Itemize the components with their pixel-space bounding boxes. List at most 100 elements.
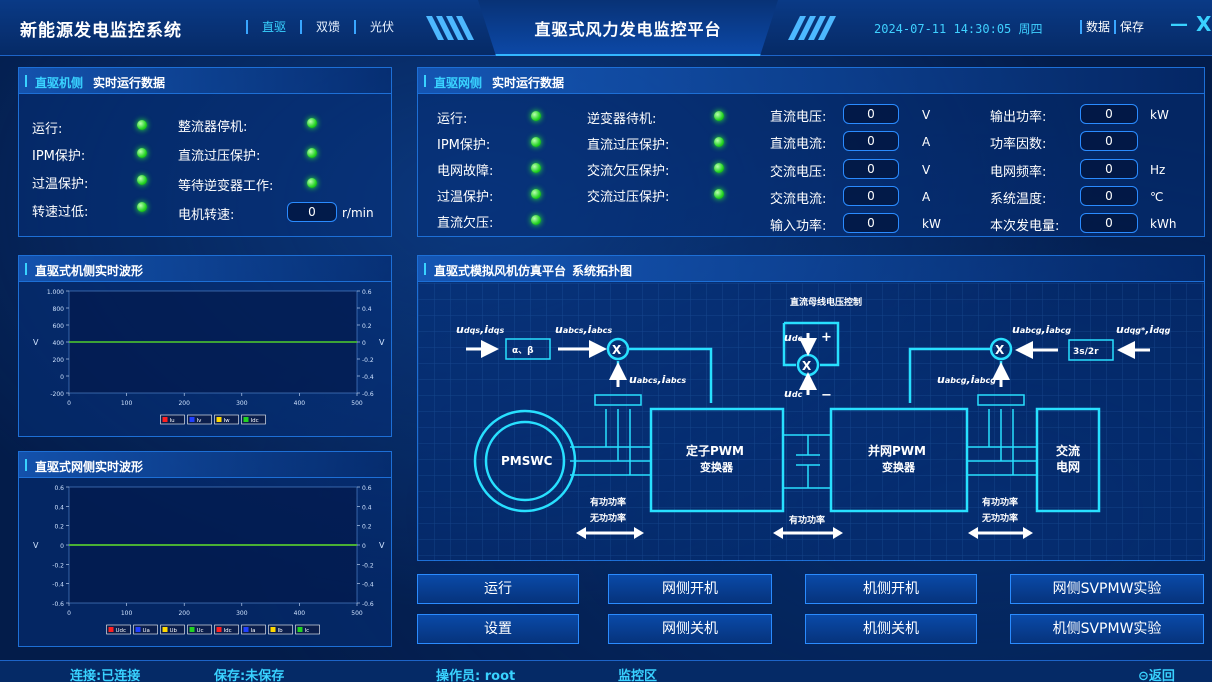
svg-text:3s/2r: 3s/2r bbox=[1073, 347, 1099, 357]
grid-start-button[interactable]: 网侧开机 bbox=[608, 574, 772, 604]
grid-measure-label: 输出功率: bbox=[990, 110, 1047, 125]
nav-tabs: 直驱 双馈 光伏 bbox=[246, 20, 408, 34]
tab-direct-drive[interactable]: 直驱 bbox=[246, 20, 300, 34]
legend-swatch bbox=[189, 627, 195, 632]
grid-status-label: 电网故障: bbox=[437, 164, 494, 179]
grid-measure-label: 输入功率: bbox=[770, 219, 827, 234]
x-tick-label: 500 bbox=[351, 610, 363, 617]
status-label-dc-overvoltage: 直流过压保护: bbox=[178, 149, 261, 164]
y-right-tick-label: -0.6 bbox=[362, 601, 374, 608]
platform-title: 直驱式风力发电监控平台 bbox=[534, 20, 722, 39]
grid-measure-unit: kWh bbox=[1150, 217, 1177, 231]
machine-svpwm-button[interactable]: 机侧SVPMW实验 bbox=[1010, 614, 1204, 644]
header-links: 数据 保存 bbox=[1080, 20, 1148, 34]
minus-icon[interactable]: — bbox=[1170, 14, 1188, 35]
tab-photovoltaic[interactable]: 光伏 bbox=[354, 20, 408, 34]
save-link[interactable]: 保存 bbox=[1114, 20, 1148, 34]
legend-label: Uc bbox=[197, 628, 204, 634]
x-tick-label: 300 bbox=[236, 610, 248, 617]
machine-start-button[interactable]: 机侧开机 bbox=[805, 574, 977, 604]
y-tick-label: 0.4 bbox=[54, 504, 64, 511]
legend-swatch bbox=[270, 627, 276, 632]
machine-stop-button[interactable]: 机侧关机 bbox=[805, 614, 977, 644]
legend-swatch bbox=[162, 417, 168, 422]
legend-label: Iv bbox=[197, 418, 203, 424]
grid-status-led bbox=[714, 111, 724, 121]
legend-box bbox=[214, 414, 239, 425]
machine-waveform-chart: 1.0008006004002000-2000.60.40.20-0.2-0.4… bbox=[33, 289, 385, 425]
motor-speed-unit: r/min bbox=[342, 206, 374, 220]
y-right-axis-label: V bbox=[379, 338, 385, 347]
left-stripes-decoration bbox=[426, 16, 474, 40]
y-axis-label: V bbox=[33, 541, 39, 550]
grid-stop-button[interactable]: 网侧关机 bbox=[608, 614, 772, 644]
status-led-overtemp bbox=[137, 175, 147, 185]
status-label-overtemp: 过温保护: bbox=[32, 177, 89, 192]
tab-doubly-fed[interactable]: 双馈 bbox=[300, 20, 354, 34]
status-led-dc-overvoltage bbox=[307, 148, 317, 158]
y-right-tick-label: -0.2 bbox=[362, 562, 374, 569]
svg-text:udqs,idqs: udqs,idqs bbox=[456, 323, 504, 336]
status-label-ipm: IPM保护: bbox=[32, 149, 86, 164]
svg-text:α、β: α、β bbox=[512, 346, 534, 356]
zone-label: 监控区 bbox=[618, 669, 658, 682]
back-button[interactable]: ⊝返回 bbox=[1138, 669, 1175, 682]
status-led-wait-inverter bbox=[307, 178, 317, 188]
x-tick-label: 400 bbox=[294, 400, 306, 407]
grid-measure-value: 0 bbox=[1080, 131, 1138, 151]
close-icon[interactable]: X bbox=[1196, 12, 1212, 36]
status-led-rectifier-stop bbox=[307, 118, 317, 128]
y-tick-label: 200 bbox=[53, 357, 65, 364]
legend-swatch bbox=[162, 627, 168, 632]
back-icon: ⊝ bbox=[1138, 669, 1149, 682]
legend-swatch bbox=[243, 417, 249, 422]
legend-box bbox=[160, 414, 185, 425]
motor-speed-label: 电机转速: bbox=[178, 208, 235, 223]
legend-swatch bbox=[108, 627, 114, 632]
svg-text:+: + bbox=[821, 330, 832, 345]
legend-box bbox=[214, 624, 239, 635]
legend-box bbox=[106, 624, 131, 635]
save-status: 保存:未保存 bbox=[214, 669, 285, 682]
legend-box bbox=[241, 624, 266, 635]
y-tick-label: 600 bbox=[53, 323, 65, 330]
grid-status-led bbox=[531, 215, 541, 225]
legend-box bbox=[160, 624, 185, 635]
settings-button[interactable]: 设置 bbox=[417, 614, 579, 644]
legend-swatch bbox=[297, 627, 303, 632]
legend-swatch bbox=[189, 417, 195, 422]
y-right-tick-label: -0.4 bbox=[362, 582, 374, 589]
grid-measure-value: 0 bbox=[843, 104, 899, 124]
grid-svpwm-button[interactable]: 网侧SVPMW实验 bbox=[1010, 574, 1204, 604]
x-tick-label: 200 bbox=[178, 400, 190, 407]
svg-text:无功功率: 无功功率 bbox=[589, 512, 626, 524]
x-tick-label: 200 bbox=[178, 610, 190, 617]
x-tick-label: 0 bbox=[67, 400, 71, 407]
grid-side-panel: 直驱网侧实时运行数据 bbox=[417, 67, 1205, 237]
legend-box bbox=[133, 624, 158, 635]
y-tick-label: 0 bbox=[60, 374, 64, 381]
svg-text:有功功率: 有功功率 bbox=[590, 496, 626, 508]
grid-measure-label: 交流电压: bbox=[770, 165, 827, 180]
status-led-run bbox=[137, 120, 147, 130]
svg-text:uabcg,iabcg: uabcg,iabcg bbox=[937, 373, 996, 386]
y-axis-label: V bbox=[33, 338, 39, 347]
grid-measure-label: 直流电压: bbox=[770, 110, 827, 125]
svg-text:有功功率: 有功功率 bbox=[982, 496, 1018, 508]
svg-text:X: X bbox=[995, 343, 1005, 357]
svg-text:并网PWM: 并网PWM bbox=[868, 443, 926, 458]
data-link[interactable]: 数据 bbox=[1080, 20, 1114, 34]
svg-text:有功功率: 有功功率 bbox=[789, 514, 825, 526]
x-tick-label: 0 bbox=[67, 610, 71, 617]
system-title: 新能源发电监控系统 bbox=[20, 21, 182, 41]
grid-measure-value: 0 bbox=[843, 186, 899, 206]
y-tick-label: 400 bbox=[53, 340, 65, 347]
topology-diagram: udqs,idqs uabcs,iabcs uabcs,iabcs udc ud… bbox=[418, 283, 1204, 561]
legend-label: Ib bbox=[278, 628, 284, 634]
grid-measure-unit: kW bbox=[922, 217, 941, 231]
grid-measure-label: 电网频率: bbox=[990, 165, 1047, 180]
right-stripes-decoration bbox=[788, 16, 836, 40]
run-button[interactable]: 运行 bbox=[417, 574, 579, 604]
